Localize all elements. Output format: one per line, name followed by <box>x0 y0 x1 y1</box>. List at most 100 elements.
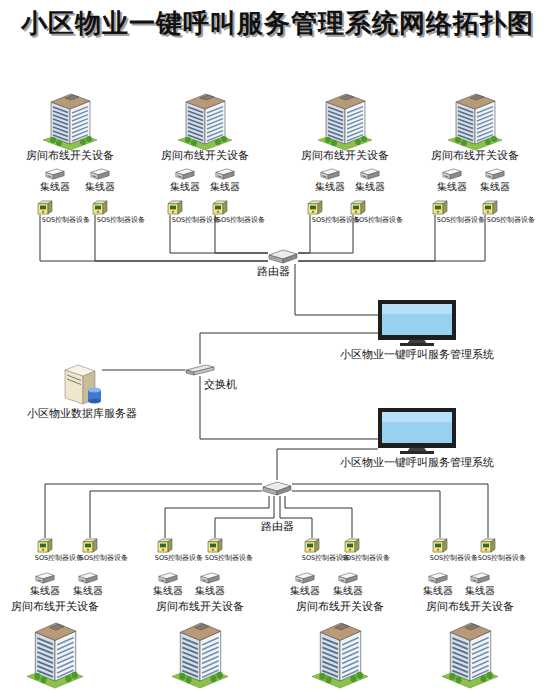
hub-icon <box>157 572 179 584</box>
device-label: 集线器 <box>290 585 320 597</box>
building-icon <box>318 88 372 150</box>
hub-icon-part <box>203 580 207 581</box>
sos-icon-part <box>483 544 489 548</box>
sos-icon-part <box>42 211 44 213</box>
sos-icon-part <box>347 544 353 548</box>
hub-icon-part <box>443 172 450 179</box>
device-label: 房间布线开关设备 <box>431 150 519 163</box>
switch-icon-part <box>186 370 194 375</box>
building-icon-part <box>487 672 493 679</box>
device-label: 小区物业一键呼叫服务管理系统 <box>340 457 494 470</box>
device-label: SOS控制器设备 <box>80 555 128 562</box>
sos-icon <box>480 538 496 553</box>
sos-icon-part <box>355 211 357 213</box>
sos-icon-part <box>483 204 493 214</box>
monitor-icon-part <box>382 304 452 314</box>
monitor-icon-part <box>378 408 456 448</box>
sos-icon-part <box>208 542 218 552</box>
monitor-icon-part <box>400 451 434 454</box>
hub-icon-part <box>486 172 493 179</box>
sos-icon <box>212 200 228 215</box>
hub-icon-part <box>159 576 166 583</box>
building-icon-part <box>186 102 205 144</box>
sos-icon-part <box>349 549 351 551</box>
building-icon-part <box>72 135 88 141</box>
server-node: 小区物业数据库服务器 <box>62 360 102 406</box>
switch-node: 交换机 <box>185 364 215 376</box>
hub-icon-part <box>53 171 64 179</box>
network-cable <box>215 215 268 253</box>
sos-node: SOS控制器设备 <box>82 538 98 553</box>
router-node: 路由器 <box>262 480 292 496</box>
router-node: 路由器 <box>268 248 298 264</box>
sos-icon-part <box>318 201 322 214</box>
building-node: 房间布线开关设备 <box>442 616 498 688</box>
switch-icon <box>185 364 215 376</box>
sos-node: SOS控制器设备 <box>212 200 228 215</box>
device-label: 集线器 <box>170 181 200 193</box>
sos-icon-part <box>481 542 491 552</box>
sos-node: SOS控制器设备 <box>482 200 498 215</box>
network-cable <box>298 215 435 261</box>
building-icon-part <box>340 95 354 100</box>
monitor-icon-part <box>408 448 426 451</box>
sos-icon-part <box>437 211 439 213</box>
hub-icon-part <box>328 171 339 179</box>
device-label: 集线器 <box>40 181 70 193</box>
sos-icon-part <box>433 542 443 552</box>
sos-icon-part <box>40 544 46 548</box>
building-icon-part <box>50 624 65 630</box>
building-icon <box>178 88 232 150</box>
sos-icon-part <box>217 211 219 213</box>
hub-icon <box>34 572 56 584</box>
device-label: 集线器 <box>73 585 103 597</box>
building-node: 房间布线开关设备 <box>312 616 368 688</box>
device-label: 集线器 <box>355 181 385 193</box>
hub-icon <box>469 572 491 584</box>
device-label: 集线器 <box>480 181 510 193</box>
sos-node: SOS控制器设备 <box>344 538 360 553</box>
sos-icon-part <box>103 201 107 214</box>
network-cable <box>295 264 378 315</box>
sos-icon-part <box>48 201 52 214</box>
building-icon-part <box>480 675 486 682</box>
building-icon-part <box>86 136 92 142</box>
hub-icon-part <box>166 575 177 583</box>
sos-icon-part <box>162 549 164 551</box>
network-cable <box>292 491 440 538</box>
building-icon-part <box>57 670 74 677</box>
server-icon-part <box>67 379 81 385</box>
device-label: 房间布线开关设备 <box>296 601 384 614</box>
building-icon-part <box>350 675 356 682</box>
device-label: 路由器 <box>261 521 294 534</box>
building-icon <box>312 616 368 688</box>
building-icon-part <box>326 102 345 144</box>
sos-icon-part <box>308 204 318 214</box>
building-node: 房间布线开关设备 <box>43 88 97 150</box>
device-label: SOS控制器设备 <box>430 555 478 562</box>
sos-node: SOS控制器设备 <box>307 200 323 215</box>
building-icon <box>442 616 498 688</box>
sos-icon-part <box>491 539 495 552</box>
monitor-icon-part <box>378 300 456 340</box>
hub-icon-part <box>93 176 97 177</box>
building-icon-part <box>65 95 79 100</box>
sos-icon-part <box>487 211 489 213</box>
building-icon-part <box>191 140 197 146</box>
sos-node: SOS控制器设备 <box>480 538 496 553</box>
sos-icon <box>304 538 320 553</box>
sos-icon <box>432 538 448 553</box>
hub-icon-part <box>321 172 328 179</box>
router-icon-part <box>274 258 275 259</box>
building-icon-part <box>342 670 359 677</box>
sos-icon-part <box>485 549 487 551</box>
sos-icon-part <box>355 539 359 552</box>
hub-icon-part <box>36 576 43 583</box>
hub-icon <box>427 572 449 584</box>
hub-icon-part <box>98 171 109 179</box>
sos-icon-part <box>38 542 48 552</box>
device-label: 集线器 <box>315 181 345 193</box>
hub-icon <box>359 168 381 180</box>
sos-node: SOS控制器设备 <box>37 538 53 553</box>
building-icon-part <box>455 137 461 143</box>
